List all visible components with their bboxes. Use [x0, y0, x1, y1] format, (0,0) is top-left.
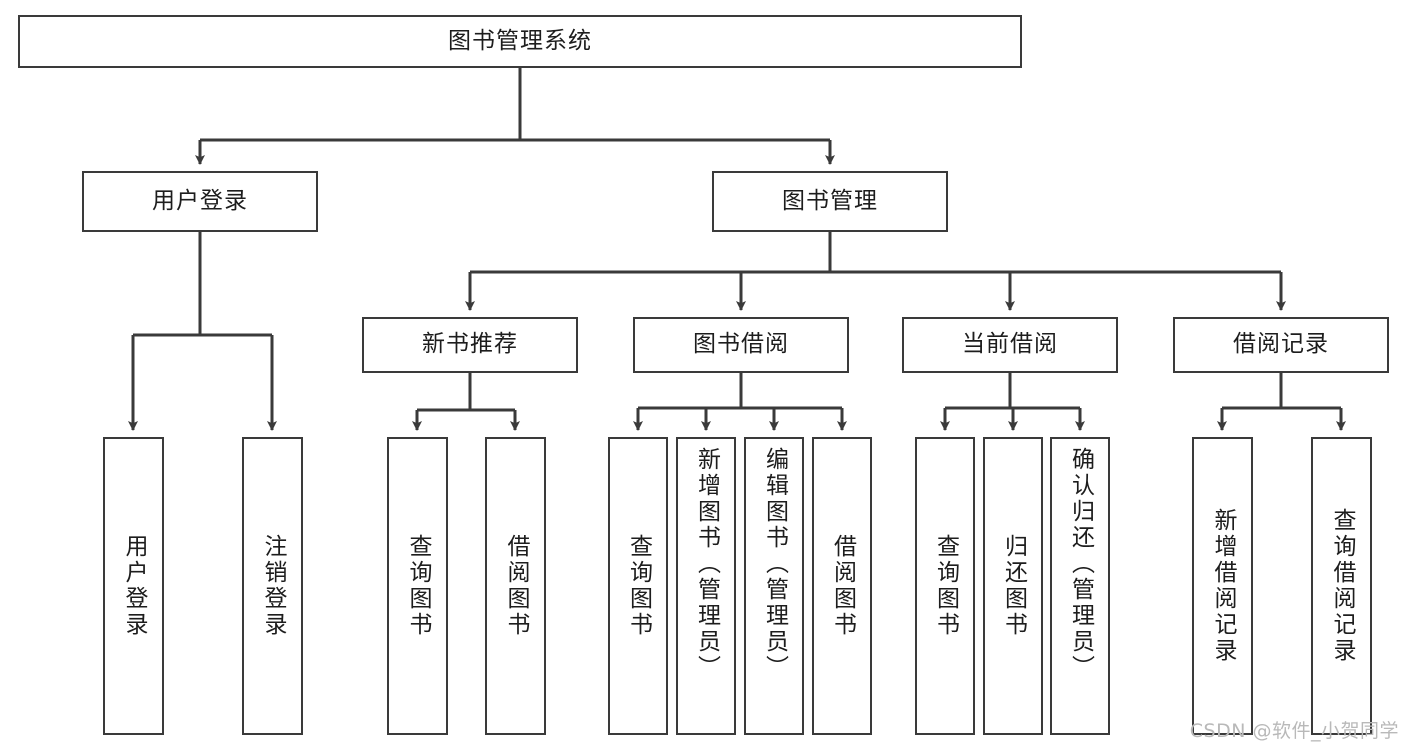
node-root[interactable]: 图书管理系统 [18, 15, 1022, 68]
node-current-borrow[interactable]: 当前借阅 [902, 317, 1118, 373]
node-leaf-query-book-borrow[interactable]: 查询图书 [608, 437, 668, 735]
node-book-management[interactable]: 图书管理 [712, 171, 948, 232]
node-user-login-label: 用户登录 [152, 187, 248, 214]
node-leaf-query-book-recommend-label: 查询图书 [405, 534, 431, 638]
node-new-book-recommend[interactable]: 新书推荐 [362, 317, 578, 373]
node-book-management-label: 图书管理 [782, 187, 878, 214]
node-leaf-add-borrow-record[interactable]: 新增借阅记录 [1192, 437, 1253, 735]
node-leaf-add-book-admin[interactable]: 新增图书（管理员） [676, 437, 736, 735]
node-leaf-query-book-borrow-label: 查询图书 [625, 534, 652, 638]
node-leaf-query-book-current-label: 查询图书 [932, 534, 959, 638]
node-new-book-recommend-label: 新书推荐 [422, 331, 518, 358]
node-leaf-borrow-book[interactable]: 借阅图书 [812, 437, 872, 735]
node-book-borrow-label: 图书借阅 [693, 331, 789, 358]
node-leaf-borrow-book-recommend[interactable]: 借阅图书 [485, 437, 546, 735]
node-user-login[interactable]: 用户登录 [82, 171, 318, 232]
node-borrow-record-label: 借阅记录 [1233, 331, 1329, 358]
node-root-label: 图书管理系统 [448, 27, 592, 54]
node-leaf-borrow-book-label: 借阅图书 [829, 534, 856, 638]
node-leaf-query-borrow-record-label: 查询借阅记录 [1329, 508, 1355, 664]
node-leaf-confirm-return-admin-label: 确认归还（管理员） [1067, 447, 1094, 681]
node-leaf-borrow-book-recommend-label: 借阅图书 [503, 534, 529, 638]
node-leaf-query-book-recommend[interactable]: 查询图书 [387, 437, 448, 735]
node-leaf-query-borrow-record[interactable]: 查询借阅记录 [1311, 437, 1372, 735]
node-leaf-logout-login[interactable]: 注销登录 [242, 437, 303, 735]
node-leaf-return-book-label: 归还图书 [1000, 534, 1027, 638]
node-borrow-record[interactable]: 借阅记录 [1173, 317, 1389, 373]
node-leaf-query-book-current[interactable]: 查询图书 [915, 437, 975, 735]
node-book-borrow[interactable]: 图书借阅 [633, 317, 849, 373]
node-leaf-add-book-admin-label: 新增图书（管理员） [693, 447, 720, 681]
node-leaf-add-borrow-record-label: 新增借阅记录 [1210, 508, 1236, 664]
node-leaf-edit-book-admin-label: 编辑图书（管理员） [761, 447, 788, 681]
node-leaf-confirm-return-admin[interactable]: 确认归还（管理员） [1050, 437, 1110, 735]
node-leaf-user-login[interactable]: 用户登录 [103, 437, 164, 735]
node-leaf-logout-login-label: 注销登录 [260, 534, 286, 638]
node-leaf-edit-book-admin[interactable]: 编辑图书（管理员） [744, 437, 804, 735]
node-leaf-user-login-label: 用户登录 [121, 534, 147, 638]
node-current-borrow-label: 当前借阅 [962, 331, 1058, 358]
node-leaf-return-book[interactable]: 归还图书 [983, 437, 1043, 735]
